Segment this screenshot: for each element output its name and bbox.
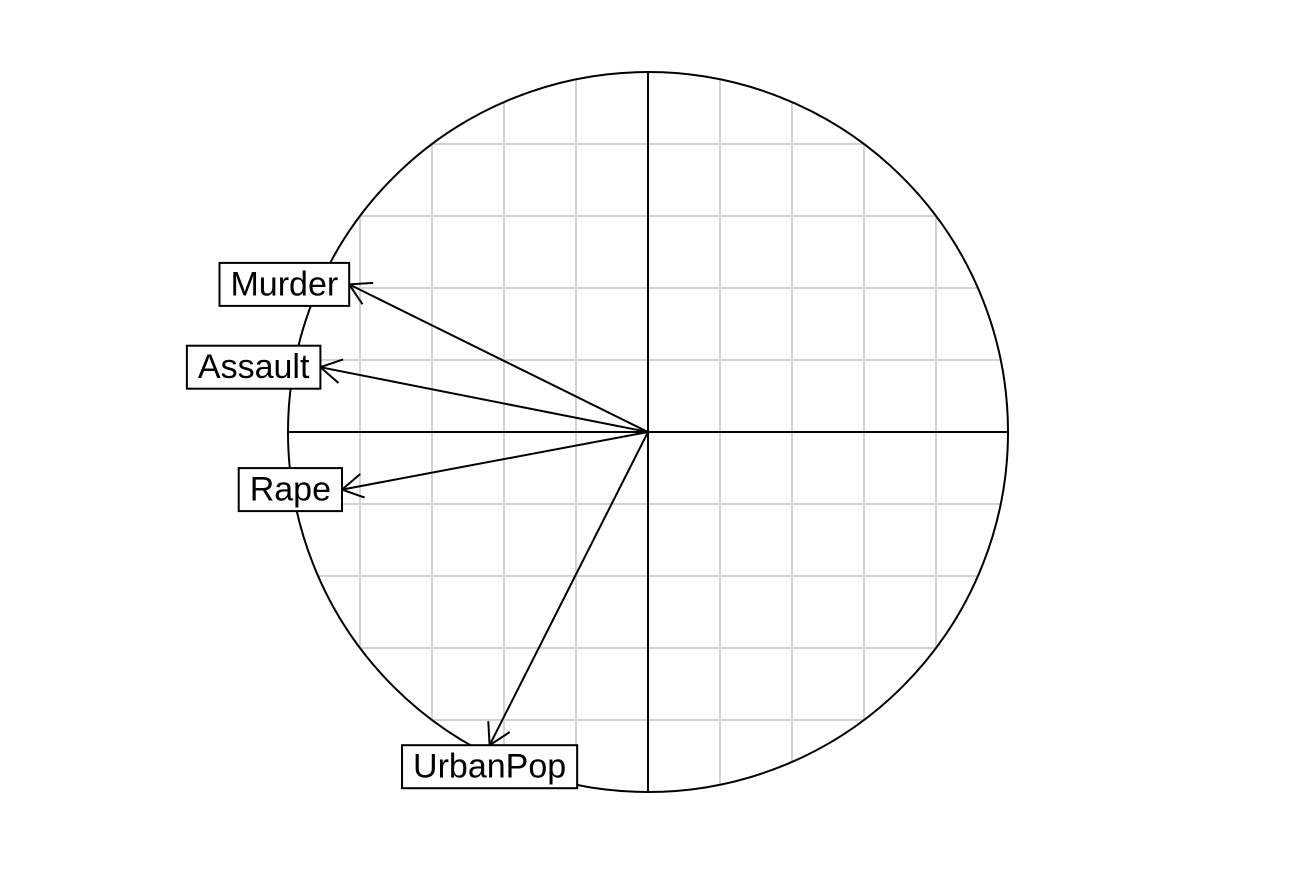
label-murder: Murder <box>218 261 351 307</box>
label-rape: Rape <box>237 467 343 513</box>
label-box <box>237 467 343 513</box>
variable-label: Murder <box>230 265 338 303</box>
arrow-assault <box>320 366 649 433</box>
variable-label: UrbanPop <box>413 748 566 786</box>
arrow-urbanpop <box>488 431 649 746</box>
arrow-rape <box>341 431 649 491</box>
variable-label: Assault <box>198 348 310 386</box>
arrows-layer <box>318 281 649 747</box>
label-box <box>185 344 322 390</box>
label-box <box>218 261 351 307</box>
variable-label: Rape <box>250 471 331 509</box>
arrow-murder <box>348 283 649 433</box>
label-urbanpop: UrbanPop <box>401 744 579 790</box>
label-assault: Assault <box>185 344 322 390</box>
label-box <box>401 744 579 790</box>
